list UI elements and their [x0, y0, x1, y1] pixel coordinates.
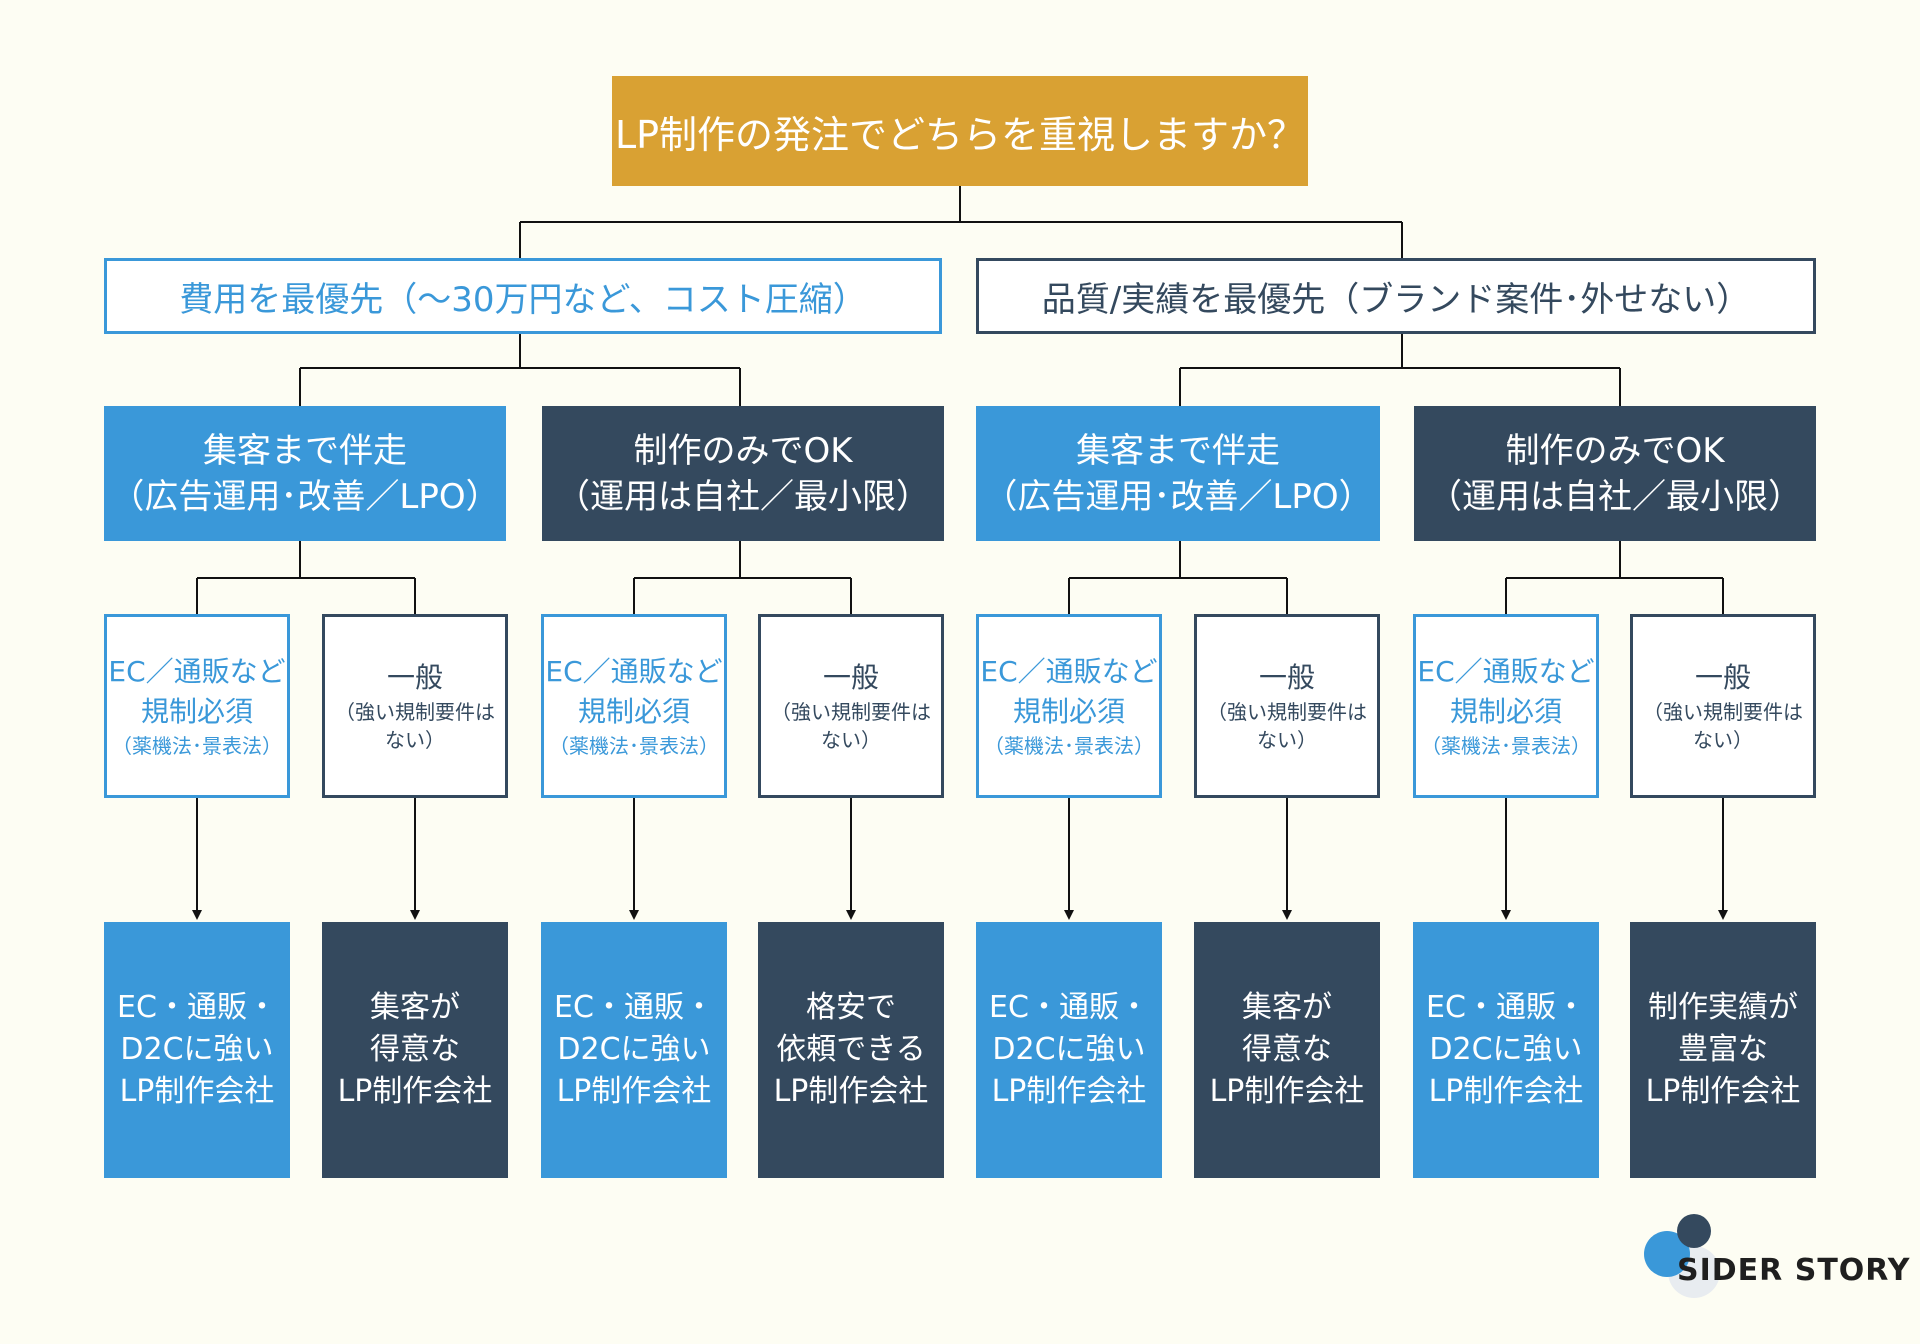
result-box: 制作実績が 豊富な LP制作会社: [1630, 922, 1816, 1178]
condition-main-line1: 一般: [386, 661, 443, 694]
result-line1: EC・通販・: [117, 990, 277, 1025]
result-line3: LP制作会社: [1645, 1074, 1801, 1109]
condition-sub-line1: （強い規制要件は: [771, 700, 931, 724]
approach-line1: 集客まで伴走: [203, 430, 407, 471]
logo-text: SIDER STORY: [1677, 1253, 1911, 1288]
result-line1: 集客が: [370, 990, 460, 1025]
priority-quality-box: 品質/実績を最優先（ブランド案件･外せない）: [976, 258, 1816, 334]
approach-line1: 制作のみでOK: [633, 430, 853, 471]
priority-quality-label: 品質/実績を最優先（ブランド案件･外せない）: [1041, 279, 1751, 320]
root-question: LP制作の発注でどちらを重視しますか？: [612, 76, 1308, 186]
priority-cost-box: 費用を最優先（〜30万円など、コスト圧縮）: [104, 258, 942, 334]
condition-sub-line2: ない）: [1257, 728, 1317, 752]
result-line2: D2Cに強い: [120, 1032, 274, 1067]
result-line3: LP制作会社: [991, 1074, 1147, 1109]
result-line1: EC・通販・: [554, 990, 714, 1025]
result-line3: LP制作会社: [1209, 1074, 1365, 1109]
result-line1: 集客が: [1242, 990, 1332, 1025]
condition-main-line1: 一般: [1258, 661, 1315, 694]
condition-regulated: EC／通販など 規制必須 （薬機法･景表法）: [104, 614, 290, 798]
result-line2: 得意な: [370, 1032, 460, 1067]
condition-sub-line1: （薬機法･景表法）: [1421, 734, 1591, 758]
result-line3: LP制作会社: [556, 1074, 712, 1109]
condition-sub-line1: （強い規制要件は: [335, 700, 495, 724]
result-line2: D2Cに強い: [557, 1032, 711, 1067]
result-line1: EC・通販・: [1426, 990, 1586, 1025]
condition-sub-line1: （薬機法･景表法）: [984, 734, 1154, 758]
condition-main-line2: 規制必須: [577, 695, 690, 728]
condition-general: 一般 （強い規制要件は ない）: [758, 614, 944, 798]
result-box: 格安で 依頼できる LP制作会社: [758, 922, 944, 1178]
condition-general: 一般 （強い規制要件は ない）: [1630, 614, 1816, 798]
condition-sub-line1: （強い規制要件は: [1643, 700, 1803, 724]
approach-line2: （運用は自社／最小限）: [556, 476, 930, 517]
result-line3: LP制作会社: [1428, 1074, 1584, 1109]
condition-sub-line1: （薬機法･景表法）: [549, 734, 719, 758]
priority-cost-label: 費用を最優先（〜30万円など、コスト圧縮）: [179, 279, 867, 320]
result-box: EC・通販・ D2Cに強い LP制作会社: [1413, 922, 1599, 1178]
condition-main-line2: 規制必須: [1012, 695, 1125, 728]
approach-cost-marketing: 集客まで伴走 （広告運用･改善／LPO）: [104, 406, 506, 541]
result-line2: D2Cに強い: [992, 1032, 1146, 1067]
condition-main-line1: EC／通販など: [980, 655, 1158, 688]
result-line3: LP制作会社: [773, 1074, 929, 1109]
condition-general: 一般 （強い規制要件は ない）: [322, 614, 508, 798]
condition-sub-line2: ない）: [385, 728, 445, 752]
result-box: EC・通販・ D2Cに強い LP制作会社: [104, 922, 290, 1178]
condition-main-line1: 一般: [822, 661, 879, 694]
condition-sub-line1: （強い規制要件は: [1207, 700, 1367, 724]
result-line1: EC・通販・: [989, 990, 1149, 1025]
condition-regulated: EC／通販など 規制必須 （薬機法･景表法）: [541, 614, 727, 798]
result-line1: 制作実績が: [1648, 990, 1798, 1025]
condition-main-line1: 一般: [1694, 661, 1751, 694]
condition-main-line2: 規制必須: [1449, 695, 1562, 728]
result-line2: 依頼できる: [776, 1032, 926, 1067]
condition-regulated: EC／通販など 規制必須 （薬機法･景表法）: [1413, 614, 1599, 798]
result-box: EC・通販・ D2Cに強い LP制作会社: [541, 922, 727, 1178]
logo-mark: [1644, 1214, 1720, 1298]
approach-line2: （運用は自社／最小限）: [1428, 476, 1802, 517]
result-line2: D2Cに強い: [1429, 1032, 1583, 1067]
result-line3: LP制作会社: [119, 1074, 275, 1109]
result-box: EC・通販・ D2Cに強い LP制作会社: [976, 922, 1162, 1178]
result-line2: 得意な: [1242, 1032, 1332, 1067]
approach-cost-production: 制作のみでOK （運用は自社／最小限）: [542, 406, 944, 541]
condition-main-line2: 規制必須: [140, 695, 253, 728]
condition-main-line1: EC／通販など: [1417, 655, 1595, 688]
condition-regulated: EC／通販など 規制必須 （薬機法･景表法）: [976, 614, 1162, 798]
approach-line2: （広告運用･改善／LPO）: [110, 476, 500, 517]
result-box: 集客が 得意な LP制作会社: [1194, 922, 1380, 1178]
result-line2: 豊富な: [1678, 1032, 1768, 1067]
condition-main-line1: EC／通販など: [545, 655, 723, 688]
result-line1: 格安で: [806, 990, 896, 1025]
condition-sub-line1: （薬機法･景表法）: [112, 734, 282, 758]
approach-line2: （広告運用･改善／LPO）: [983, 476, 1373, 517]
approach-quality-production: 制作のみでOK （運用は自社／最小限）: [1414, 406, 1816, 541]
result-box: 集客が 得意な LP制作会社: [322, 922, 508, 1178]
result-line3: LP制作会社: [337, 1074, 493, 1109]
root-question-text: LP制作の発注でどちらを重視しますか？: [614, 112, 1306, 157]
approach-line1: 制作のみでOK: [1505, 430, 1725, 471]
approach-line1: 集客まで伴走: [1076, 430, 1280, 471]
condition-main-line1: EC／通販など: [108, 655, 286, 688]
condition-sub-line2: ない）: [1693, 728, 1753, 752]
approach-quality-marketing: 集客まで伴走 （広告運用･改善／LPO）: [976, 406, 1380, 541]
condition-sub-line2: ない）: [821, 728, 881, 752]
condition-general: 一般 （強い規制要件は ない）: [1194, 614, 1380, 798]
